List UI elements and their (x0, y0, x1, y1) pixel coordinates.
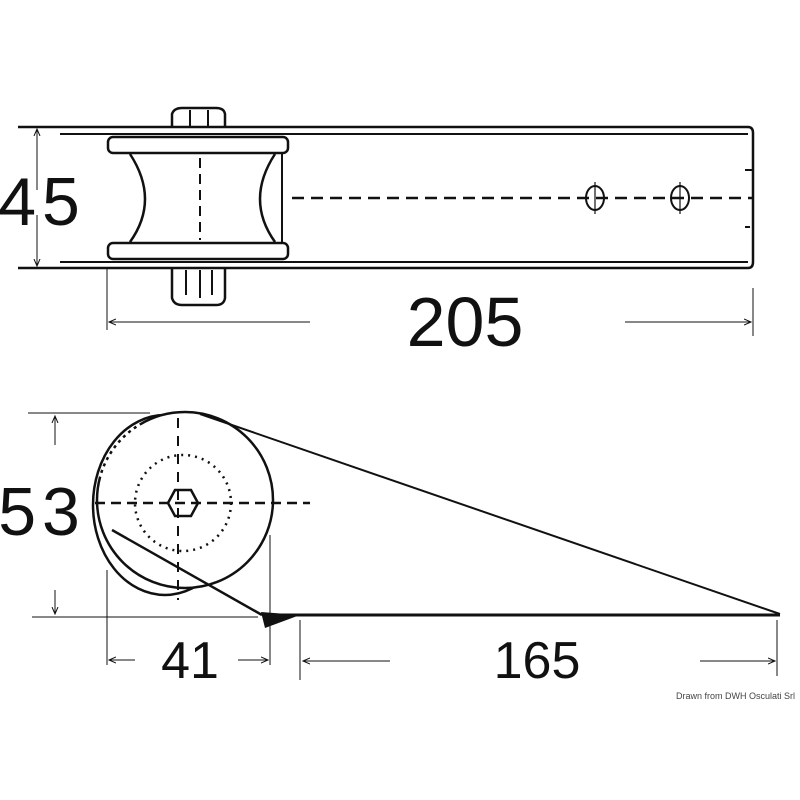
dimension-53 (28, 412, 258, 618)
top-view-bracket (18, 125, 755, 270)
credit-text: Drawn from DWH Osculati Srl (676, 691, 796, 701)
dimension-205 (106, 268, 754, 336)
roller (106, 135, 290, 261)
length-label-205: 205 (407, 283, 524, 361)
offset-label-41: 41 (161, 632, 219, 690)
dimension-165 (299, 620, 778, 680)
height-label-45: 45 (0, 164, 86, 240)
bolt-nut (170, 268, 227, 307)
height-label-53: 53 (0, 474, 86, 550)
dimension-41 (106, 535, 271, 665)
bolt-head (170, 106, 227, 127)
length-label-165: 165 (494, 632, 581, 690)
mounting-holes (585, 182, 690, 214)
side-view-bracket (91, 410, 781, 628)
